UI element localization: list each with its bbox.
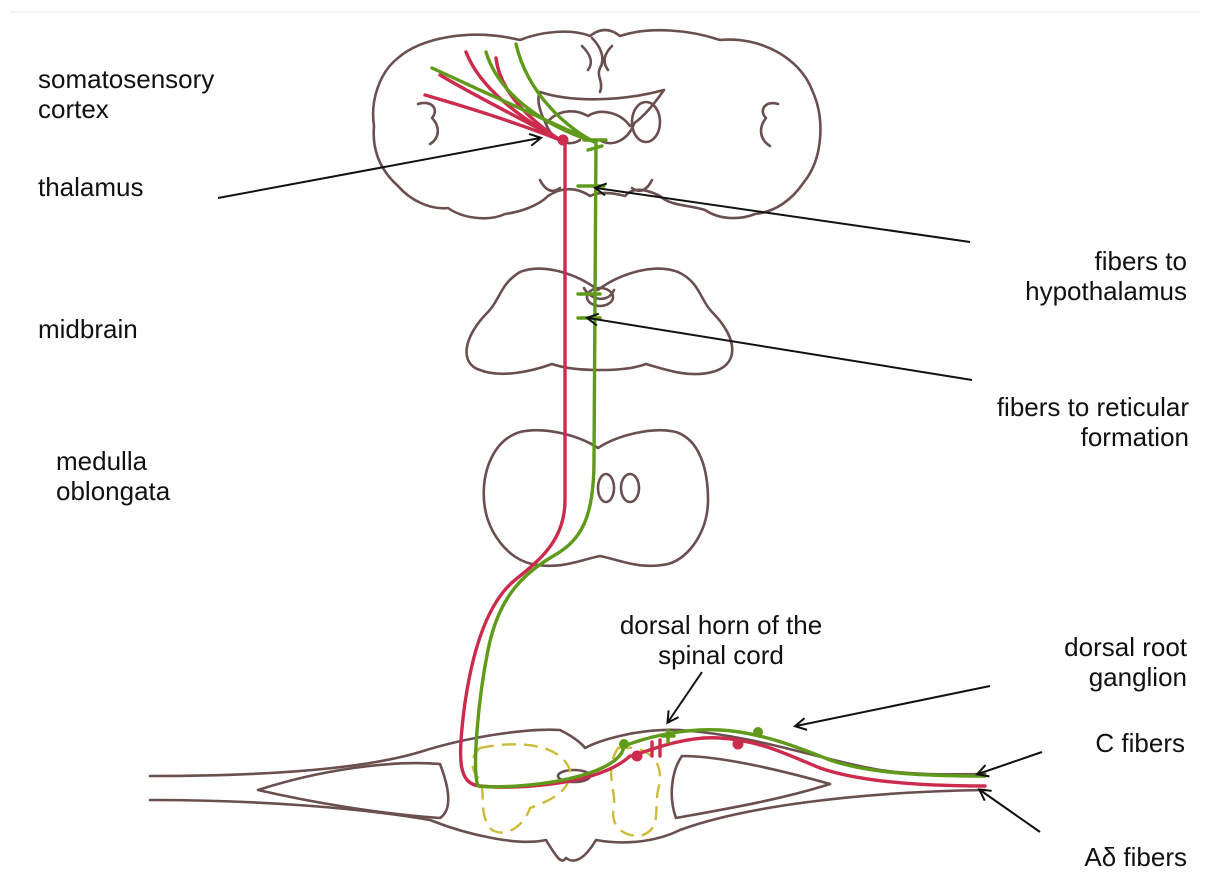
ganglion-cell-green xyxy=(753,727,763,737)
a-delta-pathway xyxy=(425,52,985,787)
c-fibers-pointer xyxy=(978,752,1042,774)
medulla-oblongata-label: medulla oblongata xyxy=(56,446,170,506)
thalamus-synapse-red xyxy=(558,135,569,146)
c-pathway xyxy=(432,44,985,787)
reticular-pointer xyxy=(588,318,972,380)
a-delta-pointer xyxy=(980,790,1040,832)
fibers-to-reticular-formation-text: fibers to reticular formation xyxy=(997,392,1189,452)
midbrain-label: midbrain xyxy=(38,314,138,344)
dorsal-horn-text: dorsal horn of the spinal cord xyxy=(620,610,822,670)
dorsal-horn-label: dorsal horn of the spinal cord xyxy=(556,610,886,670)
fibers-to-reticular-formation-label: fibers to reticular formation xyxy=(997,392,1189,452)
fibers-to-hypothalamus-text: fibers to hypothalamus xyxy=(1025,246,1187,306)
fibers-to-hypothalamus-label: fibers to hypothalamus xyxy=(1025,246,1187,306)
somatosensory-cortex-label: somatosensory cortex xyxy=(38,64,214,124)
dorsal-horn-synapse-green xyxy=(619,739,629,749)
dorsal-root-ganglion-label: dorsal root ganglion xyxy=(1064,632,1187,692)
ganglion-pointer xyxy=(796,686,990,726)
somatosensory-cortex-text: somatosensory cortex xyxy=(38,64,214,124)
medulla-section xyxy=(484,430,708,566)
ganglion-cell-red xyxy=(733,739,744,750)
dorsal-root-ganglion-text: dorsal root ganglion xyxy=(1064,632,1187,692)
hypothalamus-pointer xyxy=(596,188,970,242)
medulla-oblongata-text: medulla oblongata xyxy=(56,446,170,506)
c-fibers-label: C fibers xyxy=(1095,728,1185,758)
spinal-cord-section xyxy=(150,730,985,861)
dorsal-horn-pointer xyxy=(668,672,702,722)
midbrain-section xyxy=(467,269,733,375)
pointer-arrows xyxy=(218,138,1042,832)
thalamus-label: thalamus xyxy=(38,172,144,202)
thalamus-pointer xyxy=(218,138,540,198)
dorsal-horn-synapse-red xyxy=(632,751,643,762)
a-delta-fibers-label: Aδ fibers xyxy=(1084,842,1187,872)
